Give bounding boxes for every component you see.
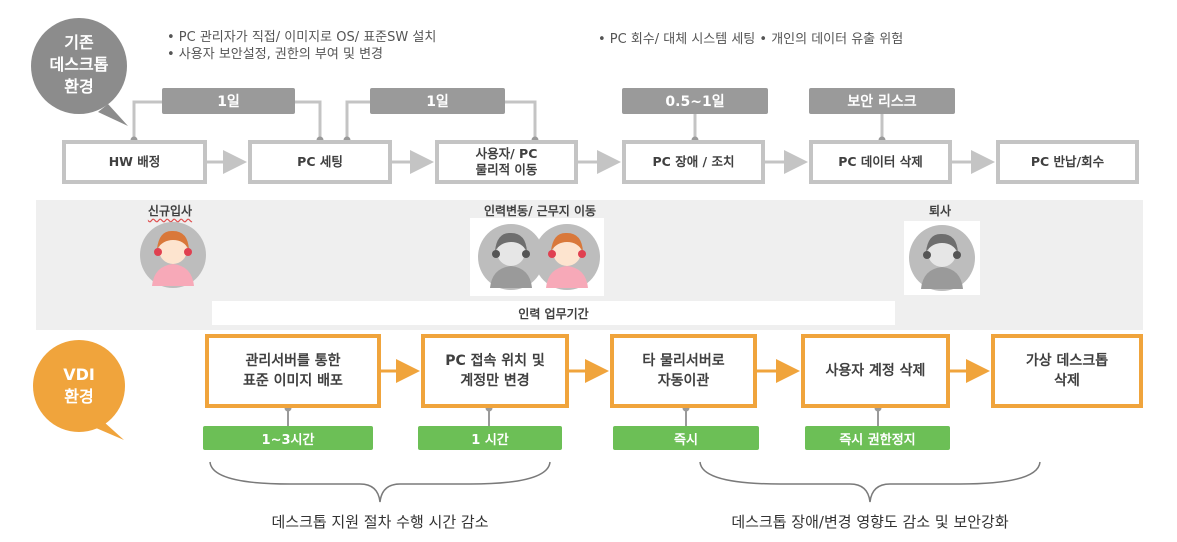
legacy-duration-label: 0.5~1일 [622,88,768,114]
vdi-bubble-label: VDI 환경 [63,365,95,406]
legacy-duration-label: 1일 [162,88,295,114]
legacy-step-delete: PC 데이터 삭제 [809,140,952,184]
legacy-step-fault: PC 장애 / 조치 [622,140,765,184]
avatar-transfer-after-icon [534,224,600,290]
note-line: • 사용자 보안설정, 권한의 부여 및 변경 [167,47,383,62]
legacy-step-setup: PC 세팅 [248,140,392,184]
legacy-bracket [505,100,537,140]
legacy-notes-left: • PC 관리자가 직접/ 이미지로 OS/ 표준SW 설치 • 사용자 보안설… [167,29,436,63]
legacy-notes-right: • PC 회수/ 대체 시스템 세팅 • 개인의 데이터 유출 위험 [598,31,903,48]
event-leave: 퇴사 [928,204,952,218]
event-transfer: 인력변동/ 근무지 이동 [483,204,597,218]
vdi-step-delete-desktop: 가상 데스크톱 삭제 [991,334,1143,408]
avatar-leave-icon [909,225,975,291]
summary-brace-right [699,461,1041,503]
vdi-duration-label: 즉시 권한정지 [805,426,950,450]
legacy-bracket [295,100,322,140]
vdi-step-account-change: PC 접속 위치 및 계정만 변경 [421,334,569,408]
event-new-hire: 신규입사 [147,204,193,218]
note-line: • PC 관리자가 직접/ 이미지로 OS/ 표준SW 설치 [167,30,437,45]
legacy-risk-label: 보안 리스크 [809,88,955,114]
legacy-bubble-shape [31,18,128,126]
legacy-bubble-label: 기존 데스크톱 환경 [49,33,109,96]
legacy-bracket [345,100,370,140]
avatar-transfer-before-icon [478,224,544,290]
summary-right: 데스크톱 장애/변경 영향도 감소 및 보안강화 [731,513,1009,531]
legacy-bracket [132,100,162,140]
legacy-step-hw: HW 배정 [62,140,207,184]
summary-brace-left [209,461,551,503]
vdi-duration-label: 1~3시간 [203,426,373,450]
legacy-duration-label: 1일 [370,88,505,114]
period-label: 인력 업무기간 [212,301,895,325]
vdi-bubble-shape [33,340,125,440]
legacy-step-move: 사용자/ PC 물리적 이동 [435,140,578,184]
vdi-duration-label: 즉시 [613,426,759,450]
vdi-step-deploy: 관리서버를 통한 표준 이미지 배포 [205,334,381,408]
note-line: • PC 회수/ 대체 시스템 세팅 • 개인의 데이터 유출 위험 [598,32,904,47]
avatar-new-hire-icon [140,222,206,288]
legacy-step-return: PC 반납/회수 [996,140,1139,184]
summary-left: 데스크톱 지원 절차 수행 시간 감소 [271,513,489,531]
vdi-step-delete-account: 사용자 계정 삭제 [801,334,950,408]
vdi-duration-label: 1 시간 [418,426,562,450]
vdi-step-migrate: 타 물리서버로 자동이관 [610,334,757,408]
